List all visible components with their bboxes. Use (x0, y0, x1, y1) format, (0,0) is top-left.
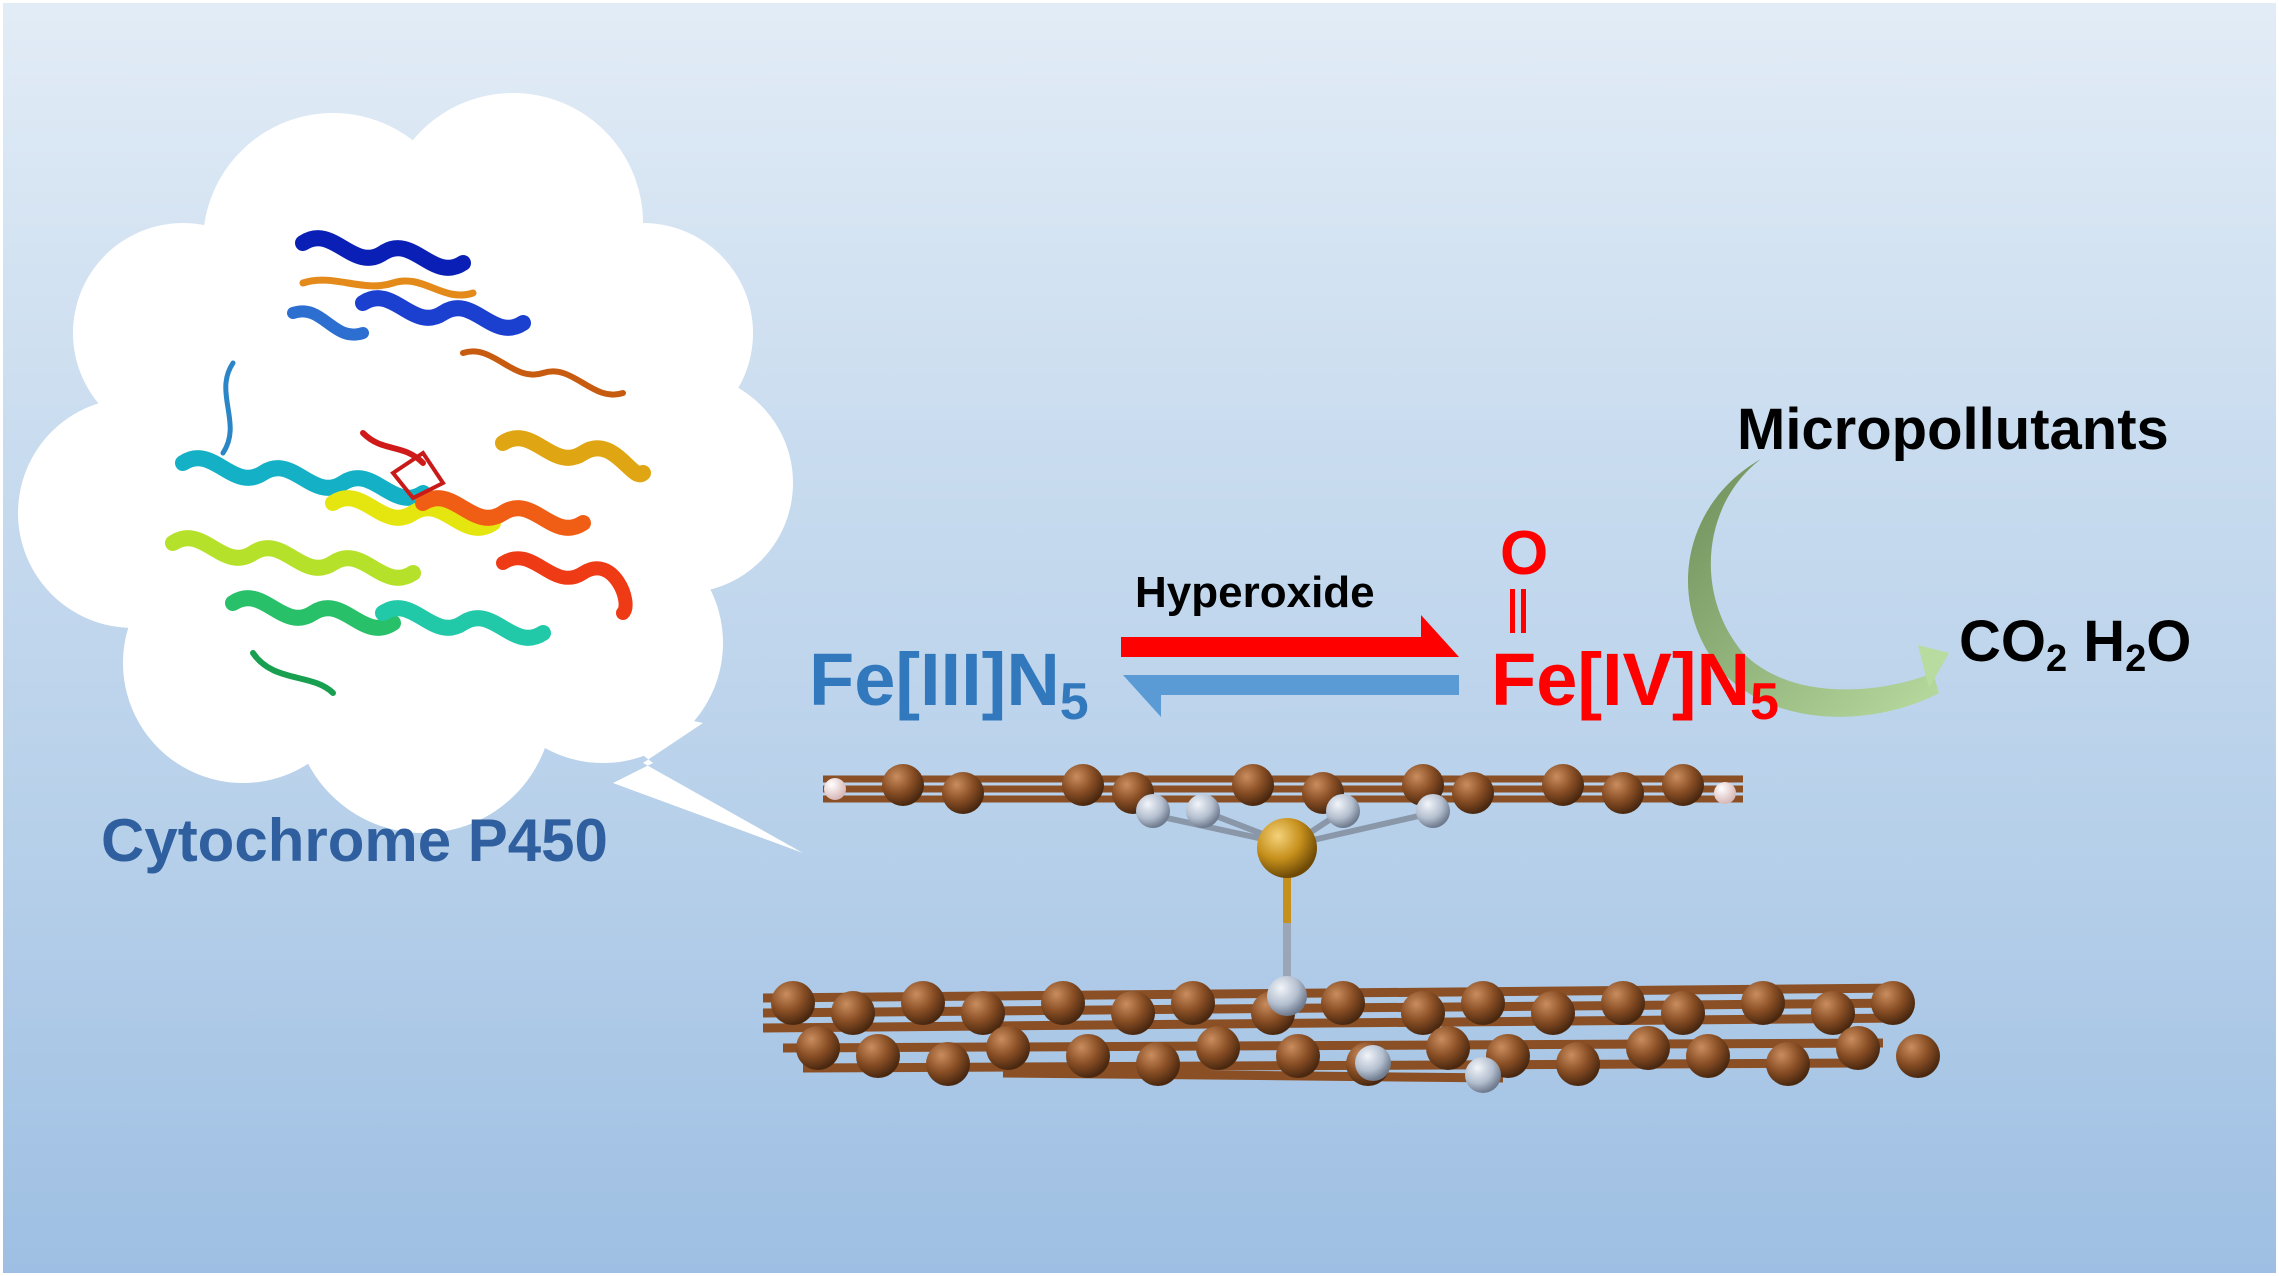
carbon-atom (1171, 981, 1215, 1025)
hydrogen-atom (1714, 782, 1736, 804)
carbon-atom (1686, 1034, 1730, 1078)
carbon-atom (1136, 1042, 1180, 1086)
nitrogen-atom (1355, 1045, 1391, 1081)
lower-sheet (762, 976, 1940, 1093)
carbon-atom (1871, 981, 1915, 1025)
gap (2067, 609, 2083, 674)
products-label: CO2 H2O (1959, 613, 2191, 680)
thought-bubble (18, 93, 803, 853)
reactant-text: Fe[III]N (809, 638, 1060, 721)
carbon-atom (771, 981, 815, 1025)
carbon-atom (1276, 1034, 1320, 1078)
pollutant-label: Micropollutants (1737, 397, 2169, 462)
carbon-atom (1626, 1026, 1670, 1070)
carbon-atom (1066, 1034, 1110, 1078)
oxo-label: O (1500, 519, 1549, 588)
co2-subscript: 2 (2046, 638, 2068, 680)
carbon-atom (796, 1026, 840, 1070)
carbon-atom (901, 981, 945, 1025)
carbon-atom (1542, 764, 1584, 806)
nitrogen-atom (1416, 794, 1450, 828)
product-subscript: 5 (1750, 673, 1779, 731)
axial-bond (1283, 863, 1291, 993)
carbon-atom (1321, 981, 1365, 1025)
carbon-atom (1426, 1026, 1470, 1070)
h2o-subscript: 2 (2125, 638, 2147, 680)
nitrogen-atom (1267, 976, 1307, 1016)
carbon-atom (1836, 1026, 1880, 1070)
nitrogen-atom (1326, 794, 1360, 828)
co2-text: CO (1959, 609, 2046, 674)
carbon-atom (1662, 764, 1704, 806)
carbon-atom (1661, 991, 1705, 1035)
double-bond-icon (1510, 589, 1526, 633)
h2o-suffix: O (2146, 609, 2192, 674)
carbon-atom (961, 991, 1005, 1035)
forward-arrow (1121, 615, 1459, 657)
carbon-atom (942, 772, 984, 814)
enzyme-label: Cytochrome P450 (101, 807, 608, 874)
carbon-atom (1461, 981, 1505, 1025)
carbon-atom (926, 1042, 970, 1086)
upper-sheet (823, 764, 1743, 848)
carbon-atom (1741, 981, 1785, 1025)
nitrogen-atom (1136, 794, 1170, 828)
nitrogen-atom (1186, 794, 1220, 828)
carbon-atom (1811, 991, 1855, 1035)
carbon-atom (1041, 981, 1085, 1025)
product-label: Fe[IV]N5 (1491, 643, 1779, 731)
nitrogen-atom (1465, 1057, 1501, 1093)
carbon-atom (1531, 991, 1575, 1035)
reactant-label: Fe[III]N5 (809, 643, 1089, 731)
carbon-atom (1766, 1042, 1810, 1086)
carbon-atom (986, 1026, 1030, 1070)
reverse-arrow (1123, 675, 1459, 717)
iron-atom (1257, 818, 1317, 878)
hydrogen-atom (824, 778, 846, 800)
carbon-atom (1556, 1042, 1600, 1086)
carbon-atom (856, 1034, 900, 1078)
carbon-atom (831, 991, 875, 1035)
curved-arrow-icon (1687, 459, 1949, 717)
diagram-graphics (18, 93, 1949, 1093)
protein-ribbon-icon (165, 230, 651, 696)
carbon-atom (1896, 1034, 1940, 1078)
oxidant-label: Hyperoxide (1135, 568, 1375, 617)
carbon-atom (1602, 772, 1644, 814)
carbon-atom (1601, 981, 1645, 1025)
carbon-atom (1196, 1026, 1240, 1070)
product-text: Fe[IV]N (1491, 638, 1750, 721)
h2o-text: H (2083, 609, 2126, 674)
carbon-atom (882, 764, 924, 806)
reactant-subscript: 5 (1059, 673, 1089, 731)
carbon-atom (1232, 764, 1274, 806)
carbon-atom (1062, 764, 1104, 806)
carbon-atom (1452, 772, 1494, 814)
carbon-atom (1401, 991, 1445, 1035)
carbon-atom (1111, 991, 1155, 1035)
